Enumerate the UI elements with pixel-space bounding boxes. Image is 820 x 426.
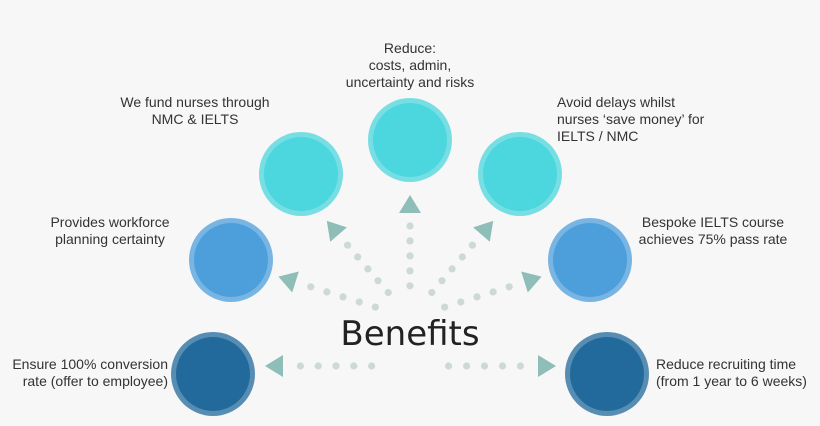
connector-dot (355, 298, 363, 306)
connector-dot (374, 277, 382, 285)
connector-dot (406, 267, 414, 275)
connector-arrow (538, 355, 556, 377)
connector-dot (307, 283, 315, 291)
benefit-circle-4 (368, 98, 452, 182)
connector-dot (371, 303, 379, 311)
connector-dot (428, 288, 436, 297)
connector-arrow (265, 355, 283, 377)
benefit-circle-7 (565, 332, 649, 416)
connectors (265, 195, 556, 377)
benefit-circle-6 (548, 218, 632, 302)
benefit-circle-3 (259, 132, 343, 216)
connector-dot (406, 237, 414, 245)
benefit-circle-2 (189, 218, 273, 302)
connector-dot (344, 241, 352, 249)
connector-dot (354, 253, 362, 261)
benefit-label-5: Avoid delays whilst nurses ‘save money’ … (557, 94, 705, 144)
connector-dot (406, 282, 414, 290)
connector-dot (489, 288, 497, 296)
connector-dot (498, 362, 507, 370)
connector-dot (314, 362, 322, 370)
benefit-label-4: Reduce: costs, admin, uncertainty and ri… (345, 40, 475, 90)
connector-dot (473, 293, 481, 301)
diagram-title: Benefits (340, 314, 480, 354)
connector-dot (323, 288, 331, 296)
circle-fill (483, 137, 557, 211)
circle-fill (264, 137, 338, 211)
connector-dot (406, 252, 414, 260)
connector-dot (438, 277, 446, 285)
circle-fill (194, 223, 268, 297)
connector-dot (480, 362, 489, 370)
connector-arrow (399, 195, 421, 213)
circle-fill (373, 103, 447, 177)
connector-dot (441, 303, 449, 311)
connector-dot (364, 265, 372, 273)
connector-arrow (473, 220, 494, 242)
connector-dot (505, 283, 513, 291)
connector-dot (445, 362, 453, 370)
benefit-circle-1 (171, 332, 255, 416)
benefit-label-3: We fund nurses through NMC & IELTS (120, 94, 270, 127)
connector-dot (296, 362, 304, 370)
connector-dot (406, 222, 414, 230)
connector-dot (516, 362, 525, 370)
circle-fill (570, 337, 644, 411)
connector-dot (332, 362, 340, 370)
connector-arrow (326, 220, 347, 242)
connector-dot (448, 265, 456, 273)
circles (171, 98, 649, 416)
connector-dot (339, 293, 347, 301)
connector-arrow (278, 271, 299, 293)
circle-fill (176, 337, 250, 411)
circle-fill (553, 223, 627, 297)
benefit-label-6: Bespoke IELTS course achieves 75% pass r… (638, 214, 788, 247)
connector-dot (468, 241, 476, 249)
connector-dot (384, 288, 392, 297)
benefit-label-7: Reduce recruiting time (from 1 year to 6… (656, 356, 807, 389)
connector-dot (458, 253, 466, 261)
benefit-circle-5 (478, 132, 562, 216)
connector-dot (463, 362, 471, 370)
connector-arrow (521, 271, 542, 293)
benefit-label-1: Ensure 100% conversion rate (offer to em… (12, 356, 168, 389)
connector-dot (368, 362, 376, 370)
benefit-label-2: Provides workforce planning certainty (50, 214, 170, 247)
connector-dot (350, 362, 358, 370)
connector-dot (457, 298, 465, 306)
